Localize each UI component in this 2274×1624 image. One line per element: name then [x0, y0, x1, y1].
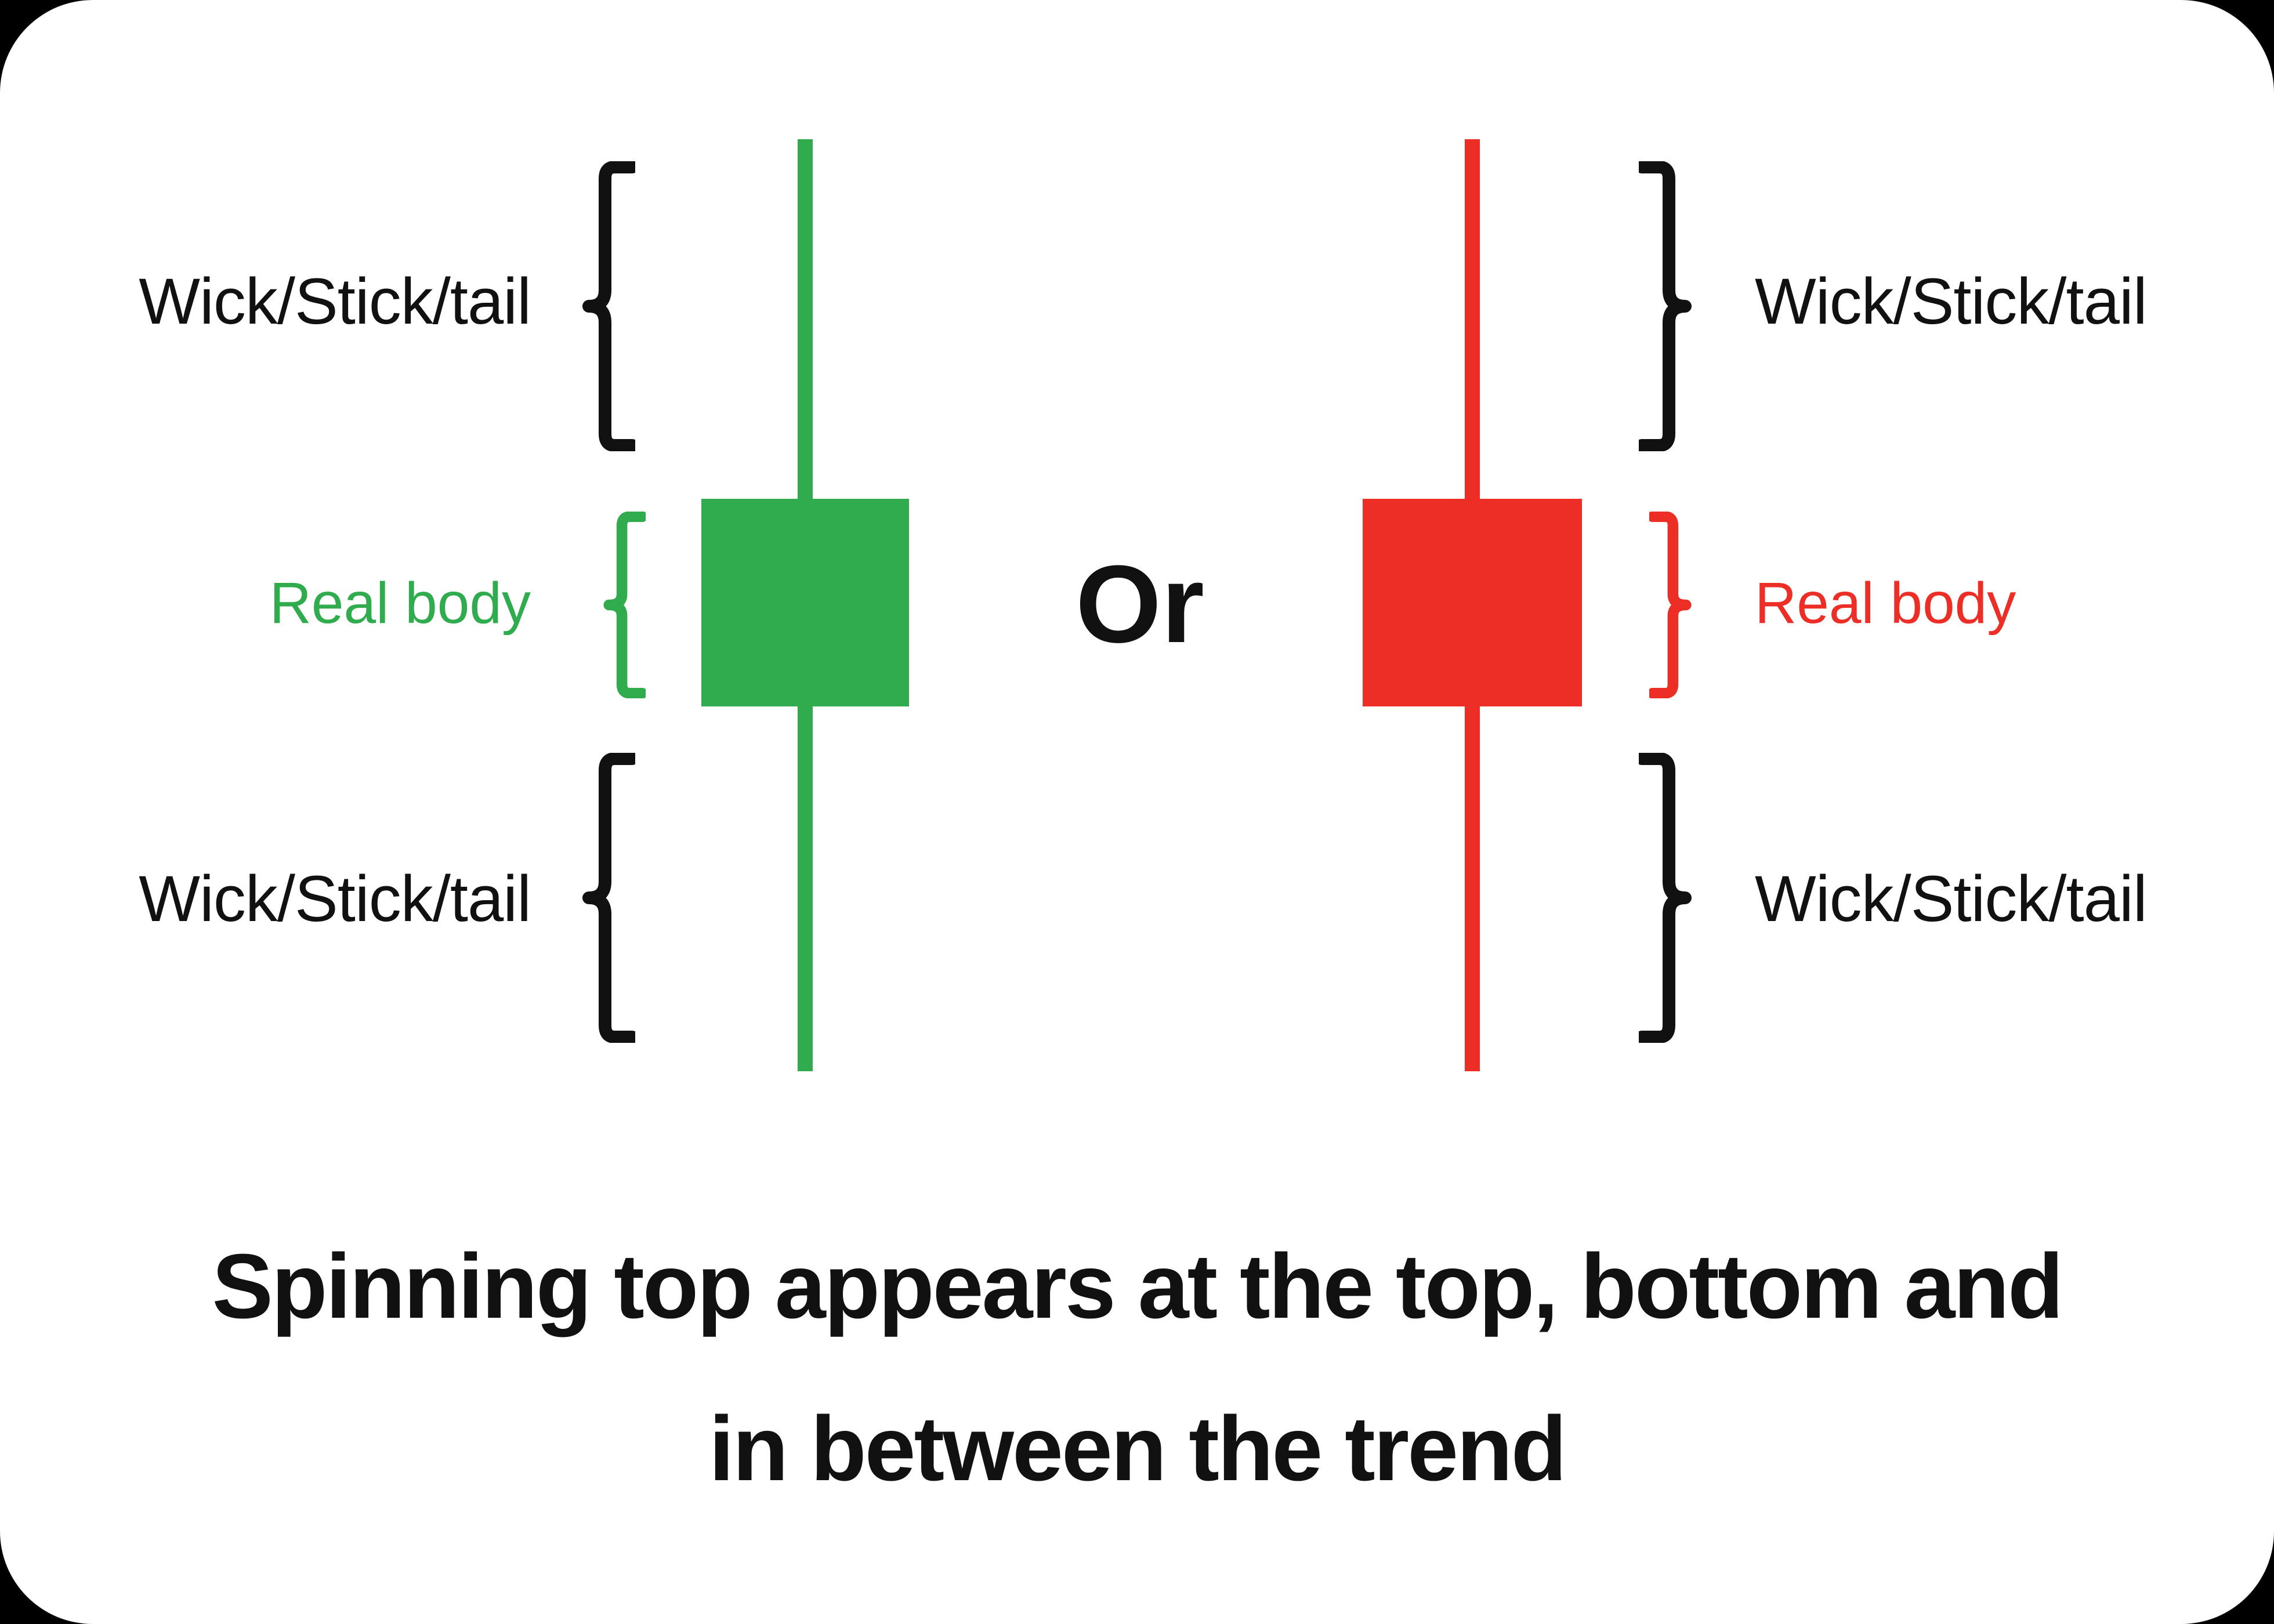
bullish-real-body-label: Real body [269, 571, 531, 636]
real-body-brace-red-icon [1649, 512, 1693, 698]
caption-line-1: Spinning top appears at the top, bottom … [212, 1235, 2064, 1337]
bearish-real-body-label: Real body [1755, 571, 2016, 636]
bullish-top-wick-label: Wick/Stick/tail [139, 265, 531, 338]
bottom-wick-brace-right-icon [1639, 753, 1694, 1043]
or-separator-label: Or [1076, 543, 1204, 666]
bearish-bottom-wick-label: Wick/Stick/tail [1755, 862, 2148, 935]
real-body-brace-green-icon [602, 512, 646, 698]
bearish-candle-real-body [1363, 499, 1582, 706]
bullish-bottom-wick-label: Wick/Stick/tail [139, 862, 531, 935]
caption: Spinning top appears at the top, bottom … [0, 1205, 2274, 1530]
bearish-top-wick-label: Wick/Stick/tail [1755, 265, 2148, 338]
top-wick-brace-right-icon [1639, 161, 1694, 451]
bullish-candle-real-body [701, 499, 909, 706]
caption-line-2: in between the trend [708, 1398, 1567, 1500]
top-wick-brace-left-icon [580, 161, 635, 451]
bottom-wick-brace-left-icon [580, 753, 635, 1043]
